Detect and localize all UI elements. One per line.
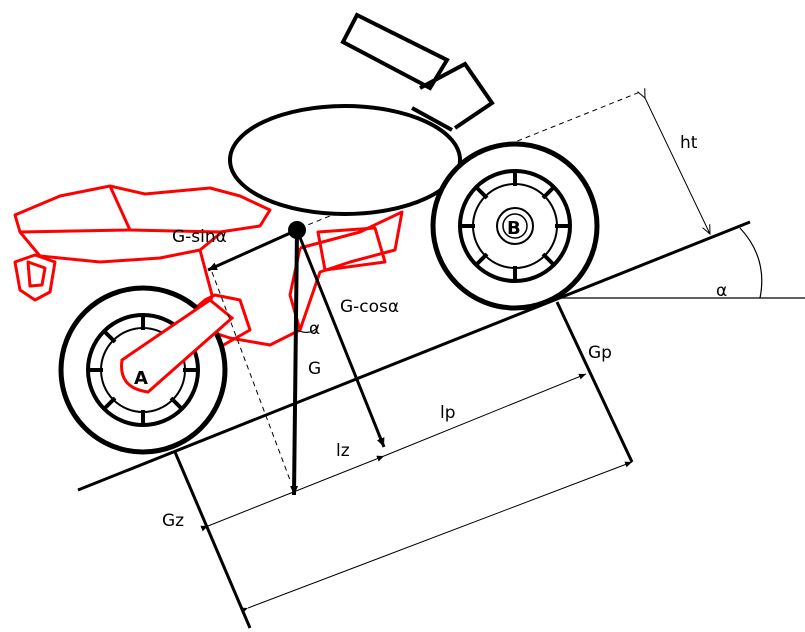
g-sin-dashed-projection bbox=[211, 271, 291, 481]
slope-angle-arc bbox=[739, 227, 763, 299]
gp-label: Gp bbox=[588, 343, 612, 363]
g-label: G bbox=[308, 359, 321, 379]
ht-dimension-arrow bbox=[645, 98, 710, 234]
g-cos-label: G-cosα bbox=[340, 297, 399, 317]
g-sin-label: G-sinα bbox=[172, 227, 227, 247]
small-angle-label: α bbox=[309, 319, 320, 339]
lz-label: lz bbox=[336, 441, 350, 461]
slope-line bbox=[77, 220, 751, 492]
small-angle-arc bbox=[296, 326, 319, 333]
wheel-a-label: A bbox=[134, 368, 148, 389]
wheelbase-dimension-arrow bbox=[240, 461, 633, 614]
swing-arm-front bbox=[120, 298, 235, 394]
gravity-force-arrow bbox=[290, 229, 299, 496]
front-wheel-b bbox=[430, 141, 600, 311]
g-cos-force-arrow bbox=[295, 229, 386, 448]
slope-angle-label: α bbox=[716, 281, 727, 301]
fuel-tank bbox=[228, 104, 462, 216]
lp-dimension-arrow bbox=[376, 373, 587, 462]
wheel-b-label: B bbox=[507, 218, 521, 239]
ht-label: ht bbox=[680, 133, 698, 153]
lp-label: lp bbox=[440, 403, 456, 423]
handlebar bbox=[340, 12, 495, 132]
g-sin-force-arrow bbox=[207, 228, 298, 272]
motorcycle-body bbox=[13, 184, 404, 397]
gz-reaction-line bbox=[173, 451, 252, 629]
gz-label: Gz bbox=[162, 511, 184, 531]
gp-reaction-line bbox=[555, 301, 634, 463]
